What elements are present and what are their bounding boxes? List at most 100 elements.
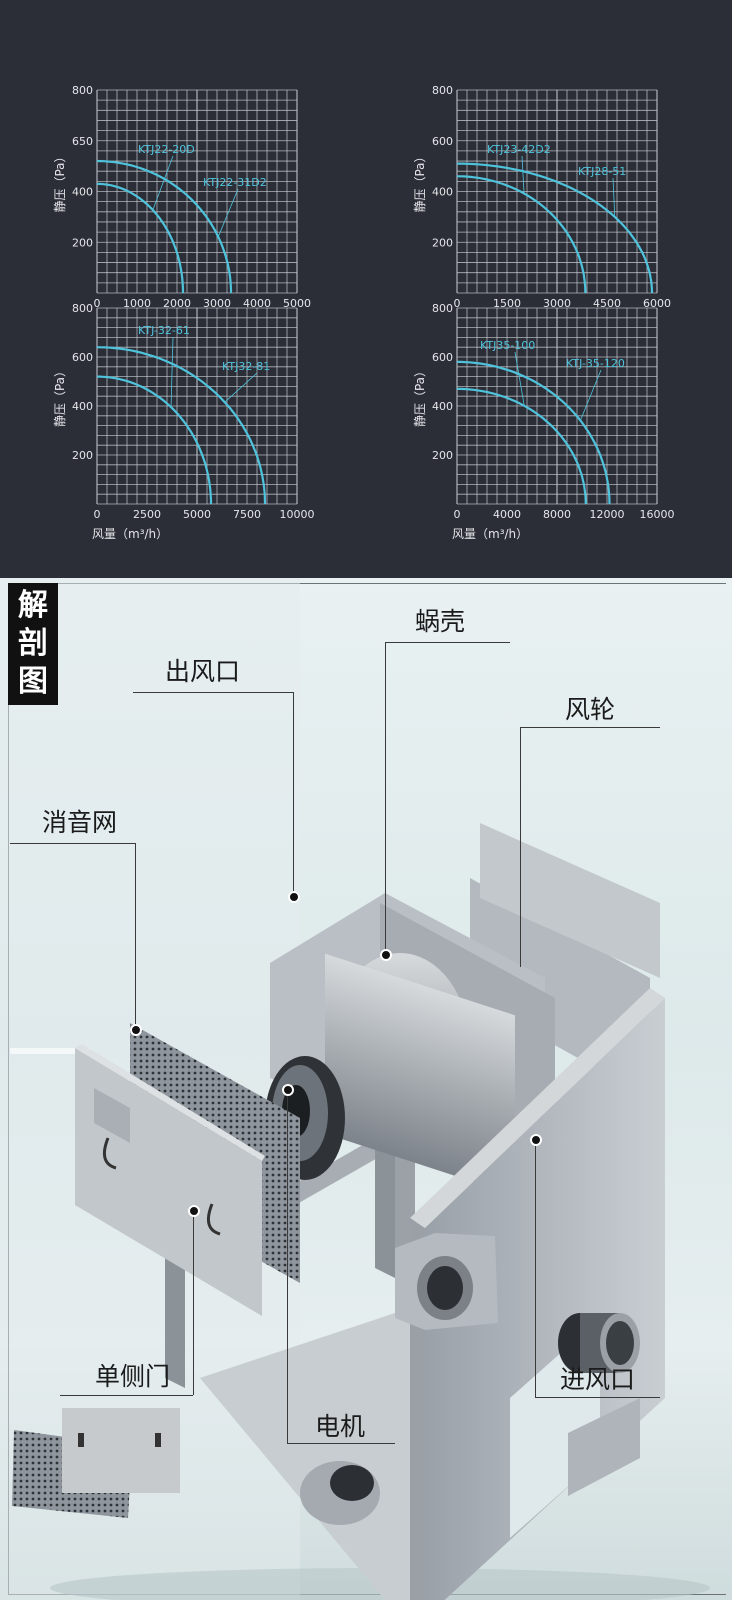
y-tick-label: 800 [72,302,93,315]
series-leader-line [170,336,174,408]
label-silencer: 消音网 [42,808,118,837]
exploded-view-panel: 解剖图 蜗壳 出风口 风轮 消音网 单侧门 电机 进风口 [0,578,732,1600]
x-tick-label: 16000 [640,508,675,521]
callout-dot [380,949,392,961]
series-label: KTJ28-51 [578,165,626,178]
inlet-thumbnail [568,1398,640,1496]
series-label: KTJ-35-120 [566,357,625,370]
door-thumbnail [62,1408,180,1493]
y-tick-label: 400 [72,186,93,199]
leader-line [287,1443,395,1444]
leader-line [535,1140,536,1397]
leader-line [385,642,510,643]
label-door: 单侧门 [95,1362,171,1391]
series-curve [457,387,587,505]
leader-line [520,727,660,728]
y-axis-label: 静压（Pa） [413,365,427,427]
volute-housing [270,893,555,1196]
x-tick-label: 3000 [543,297,571,310]
x-tick-label: 7500 [233,508,261,521]
side-door [75,1044,265,1316]
y-axis-label: 静压（Pa） [53,365,67,427]
y-tick-label: 200 [432,449,453,462]
series-leader-line [612,177,616,217]
right-panel-top [410,988,665,1228]
leader-line [293,692,294,897]
x-tick-label: 8000 [543,508,571,521]
leader-line [193,1211,194,1395]
series-curve [96,346,267,505]
series-curve [97,375,213,504]
x-tick-label: 4000 [493,508,521,521]
x-tick-label: 0 [94,297,101,310]
callout-dot [188,1205,200,1217]
x-tick-label: 0 [94,508,101,521]
wheel-thumbnail [558,1313,640,1373]
series-label: KTJ32-81 [222,360,270,373]
series-label: KTJ22-20D [138,143,195,156]
x-tick-label: 6000 [643,297,671,310]
x-tick-label: 0 [454,508,461,521]
leader-line [60,1395,193,1396]
series-label: KTJ23-42D2 [487,143,551,156]
series-leader-line [224,372,258,403]
series-leader-line [514,351,525,406]
series-leader-line [217,188,239,237]
x-tick-label: 3000 [203,297,231,310]
volute-thumbnail [395,1233,498,1330]
callout-dot [530,1134,542,1146]
series-leader-line [152,155,174,211]
leader-line [10,843,135,844]
unit-illustration [0,578,710,1600]
series-leader-line [521,155,525,194]
leader-line [287,1090,288,1443]
x-tick-label: 10000 [280,508,315,521]
y-tick-label: 200 [72,236,93,249]
leader-line [385,642,386,954]
series-leader-line [580,369,602,421]
x-tick-label: 5000 [283,297,311,310]
callout-dot [288,891,300,903]
x-tick-label: 1000 [123,297,151,310]
label-outlet: 出风口 [165,657,241,686]
x-axis-label: 风量（m³/h） [452,527,528,541]
leader-line [520,727,521,967]
y-tick-label: 600 [432,351,453,364]
x-tick-label: 2500 [133,508,161,521]
y-tick-label: 600 [72,351,93,364]
series-curve [457,360,611,505]
series-label: KTJ-32-61 [138,324,190,337]
x-tick-label: 5000 [183,508,211,521]
x-tick-label: 12000 [590,508,625,521]
y-tick-label: 800 [432,84,453,97]
label-motor: 电机 [315,1412,366,1441]
x-tick-label: 0 [454,297,461,310]
series-label: KTJ22-31D2 [203,176,267,189]
label-wheel: 风轮 [565,695,616,724]
label-volute: 蜗壳 [415,607,466,636]
y-axis-label: 静压（Pa） [413,150,427,212]
x-tick-label: 1500 [493,297,521,310]
callout-dot [130,1024,142,1036]
leader-line [133,692,293,693]
y-tick-label: 600 [432,135,453,148]
series-curve [96,159,233,293]
callout-dot [282,1084,294,1096]
y-tick-label: 400 [432,400,453,413]
x-tick-label: 2000 [163,297,191,310]
x-tick-label: 4000 [243,297,271,310]
y-tick-label: 200 [432,236,453,249]
leader-line [535,1397,660,1398]
series-curve [457,175,587,293]
series-label: KTJ35-100 [480,339,535,352]
series-curve [97,182,185,293]
x-tick-label: 4500 [593,297,621,310]
section-badge: 解剖图 [8,583,58,705]
y-tick-label: 200 [72,449,93,462]
y-tick-label: 400 [432,186,453,199]
motor-thumbnail [300,1461,380,1525]
series-curve [457,162,654,294]
leader-line [135,843,136,1030]
